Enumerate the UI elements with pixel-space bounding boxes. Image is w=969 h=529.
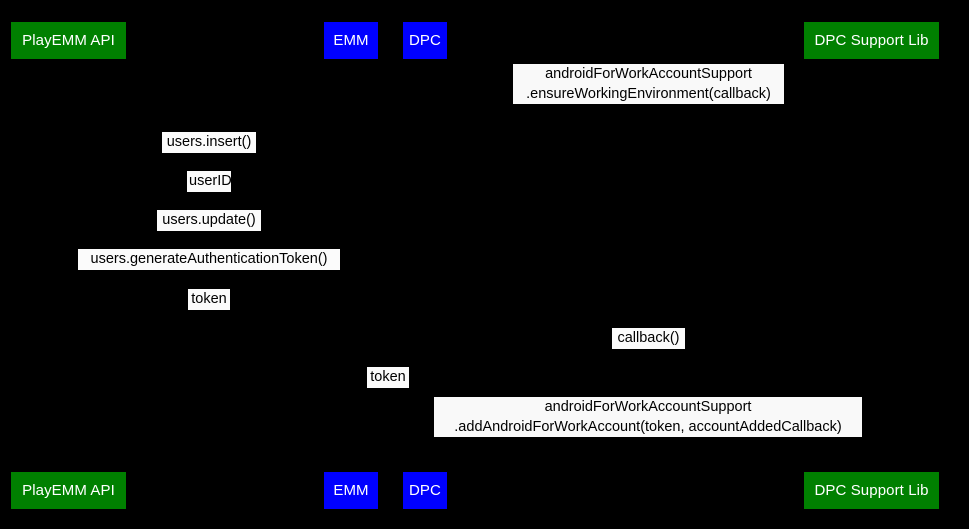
actor-label: DPC	[409, 32, 441, 49]
actor-label: EMM	[333, 32, 369, 49]
message-callback: callback()	[612, 328, 685, 349]
message-line-1: users.generateAuthenticationToken()	[90, 251, 328, 267]
message-line-1: userID	[189, 173, 232, 189]
actor-label: PlayEMM API	[22, 32, 115, 49]
actor-box-emm-top[interactable]: EMM	[324, 22, 378, 59]
actor-box-dpc-support-lib-top[interactable]: DPC Support Lib	[804, 22, 939, 59]
actor-label: PlayEMM API	[22, 482, 115, 499]
message-generate-authentication-token: users.generateAuthenticationToken()	[78, 249, 340, 270]
actor-label: EMM	[333, 482, 369, 499]
actor-label: DPC	[409, 482, 441, 499]
actor-box-playemm-api-top[interactable]: PlayEMM API	[11, 22, 126, 59]
actor-box-dpc-support-lib-bottom[interactable]: DPC Support Lib	[804, 472, 939, 509]
actor-box-dpc-top[interactable]: DPC	[403, 22, 447, 59]
actor-box-dpc-bottom[interactable]: DPC	[403, 472, 447, 509]
message-ensure-working-environment: androidForWorkAccountSupport .ensureWork…	[513, 64, 784, 104]
message-line-1: token	[370, 369, 406, 385]
message-line-1: users.update()	[162, 212, 256, 228]
actor-box-playemm-api-bottom[interactable]: PlayEMM API	[11, 472, 126, 509]
message-add-android-for-work-account: androidForWorkAccountSupport .addAndroid…	[434, 397, 862, 437]
actor-label: DPC Support Lib	[814, 482, 929, 499]
message-users-insert: users.insert()	[162, 132, 256, 153]
message-user-id: userID	[187, 171, 232, 192]
actor-box-emm-bottom[interactable]: EMM	[324, 472, 378, 509]
message-line-1: androidForWorkAccountSupport	[544, 399, 752, 415]
message-line-1: token	[191, 291, 227, 307]
message-token-to-emm: token	[188, 289, 230, 310]
message-line-1: callback()	[617, 330, 680, 346]
message-line-2: .ensureWorkingEnvironment(callback)	[526, 85, 771, 102]
message-line-1: users.insert()	[166, 134, 252, 150]
message-users-update: users.update()	[157, 210, 261, 231]
actor-label: DPC Support Lib	[814, 32, 929, 49]
message-line-2: .addAndroidForWorkAccount(token, account…	[454, 418, 842, 435]
message-line-1: androidForWorkAccountSupport	[545, 66, 752, 82]
message-token-to-dpc: token	[367, 367, 409, 388]
